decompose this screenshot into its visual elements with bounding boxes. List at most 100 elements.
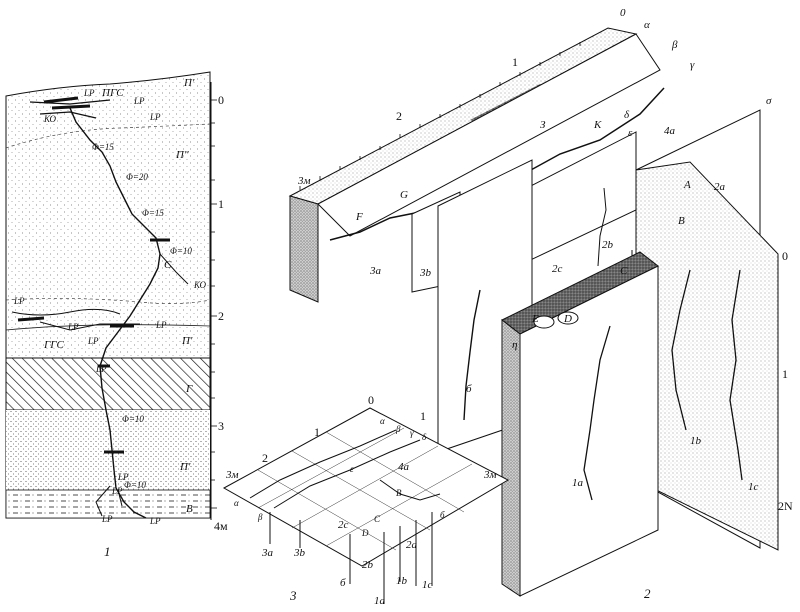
lateral-root [11,308,140,331]
plan-axis-number: 3м [483,469,497,481]
plan-greek: γ [410,428,414,438]
plan-root-tag: 4а [398,461,410,473]
plan-greek: α [380,416,385,426]
figure-caption: 2 [644,586,651,601]
plan-root-tag: 2b [362,559,374,571]
point-letter: E [531,313,539,325]
plan-root-tag: 3а [261,547,274,559]
right-scale-label: 2N [778,499,793,513]
diameter-label: Φ=10 [170,246,192,256]
root-tag: 3а [369,265,382,277]
layer-boundary [5,298,211,304]
top-letter: 0 [620,7,626,19]
right-scale-label: 1 [782,367,788,381]
point-letter: B [678,215,685,227]
layer-clay [5,489,211,519]
panel-1-soil-profile: 0 1 2 3 4м П' П'' П' Г П' В ПГС ГГС С LP… [5,71,228,559]
plan-root-tag: 1c [422,579,433,591]
diameter-label: Φ=15 [92,142,114,152]
root-label: LP [95,364,107,374]
plan-axis-number: 3м [225,469,239,481]
right-scale-label: 0 [782,249,788,263]
plan-root-tag: 2c [338,519,349,531]
plan-root-tag: 3b [293,547,306,559]
front-block-left [501,318,521,597]
cut-D [557,311,579,325]
plan-root-tag: 1b [396,575,408,587]
main-root [69,107,161,519]
depth-tick-label: 4м [214,519,228,533]
figure-caption: 1 [104,544,111,559]
plan-greek: β [257,512,263,522]
plan-greek: б [440,510,445,520]
plan-letter: D [361,528,369,538]
point-letter: ε [628,127,633,139]
plan-axis-number: 0 [368,393,374,407]
top-number: 1 [512,55,518,69]
plan-root-traces [249,429,441,509]
lateral-root [159,253,189,285]
layer-label: Г [185,383,193,395]
tag-label: КО [43,114,57,124]
side-number: 1 [420,409,426,423]
root-label: LP [149,112,161,122]
root-tag: 2b [602,239,614,251]
point-letter: F [355,211,363,223]
figure-caption: 3 [289,588,297,603]
root-label: LP [67,322,79,332]
scale-label: 3м [297,175,311,187]
plan-root-tag: 2а [406,539,418,551]
root-2b [597,187,607,267]
root-label: LP [117,472,129,482]
plan-axis-number: 1 [314,425,320,439]
root-1a [583,325,611,501]
depth-tick-label: 0 [218,93,224,107]
soil-label: ГГС [43,339,65,351]
point-letter: C [620,265,628,277]
layer-boundary [5,324,211,331]
root-label: LP [87,336,99,346]
layer-label: П' [179,461,191,473]
point-letter: δ [624,109,630,121]
depth-tick-label: 3 [218,419,224,433]
top-letter: α [644,19,650,31]
diameter-label: Φ=10 [124,480,146,490]
root-tag: 2а [714,181,726,193]
plan-greek: ε [350,464,354,474]
point-letter: A [683,179,691,191]
front-block-face [519,265,659,597]
diameter-label: Φ=20 [126,172,148,182]
depth-tick-label: 2 [218,309,224,323]
root-1c [729,269,743,481]
root-label: LP [101,514,113,524]
axis-letter: С [164,259,172,271]
cut-E [533,315,555,329]
plan-root-tag: 1а [374,595,386,607]
root-tag: б [466,383,472,395]
soil-label: ПГС [101,87,124,99]
diameter-label: Φ=15 [142,208,164,218]
root-label: LP [155,320,167,330]
top-letter: γ [690,59,695,71]
top-letter: β [671,39,678,51]
plan-vertical-roots [269,512,433,604]
lateral-root [95,485,123,517]
plan-letter: B [396,488,402,498]
root-tag: 4а [664,125,676,137]
panel-3-plan-projection: 0 1 2 3м 3м α β γ δ ε β α б B C D 4а 3а … [222,393,510,607]
plan-greek: β [395,424,401,434]
plan-greek: α [234,498,239,508]
root-tag: 3b [419,267,432,279]
slab-right-face [317,33,661,237]
root-label: LP [13,296,25,306]
point-letter: К [593,119,602,131]
panel-2-block-diagram: 0 α β γ σ 1 2 3м 0 1 2N 1 2 З К δ ε F G … [288,7,793,601]
top-letter: σ [766,95,772,107]
root-tag: 1c [748,481,759,493]
slab-front-face [289,195,319,303]
point-letter: η [512,339,517,351]
layer-boundary [5,123,211,149]
root-label: LP [133,96,145,106]
depth-axis-ticks [211,99,217,509]
